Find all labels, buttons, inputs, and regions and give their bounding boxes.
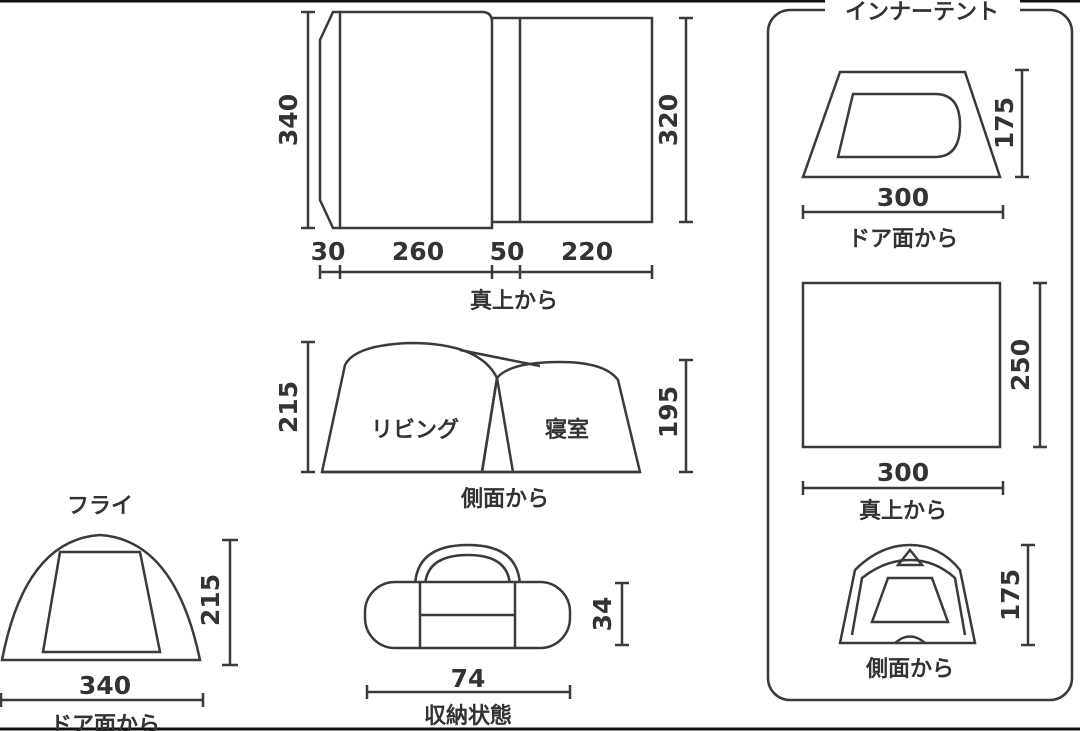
top-left-height-label: 340 (274, 94, 303, 146)
inner-top-width-label: 300 (877, 458, 929, 487)
inner-top-height-label: 250 (1006, 339, 1035, 391)
top-view-caption: 真上から (470, 288, 558, 314)
inner-top-caption: 真上から (859, 498, 947, 524)
width-segment-label: 220 (561, 237, 613, 266)
inner-door-width-label: 300 (877, 183, 929, 212)
storage-bag-drawing (363, 543, 629, 699)
inner-side-height-label: 175 (996, 569, 1025, 621)
side-left-height-label: 215 (274, 381, 303, 433)
side-right-height-label: 195 (654, 386, 683, 438)
living-label: リビング (371, 417, 459, 443)
inner-door-height-label: 175 (990, 97, 1019, 149)
side-view-caption: 側面から (460, 487, 549, 512)
fly-height-label: 215 (196, 574, 225, 626)
width-segment-label: 260 (392, 237, 444, 266)
top-right-height-label: 320 (654, 94, 683, 146)
storage-caption: 収納状態 (424, 703, 512, 729)
fly-width-label: 340 (79, 671, 131, 700)
inner-tent-panel (766, 0, 1074, 702)
storage-length-label: 74 (451, 664, 486, 693)
inner-door-caption: ドア面から (848, 227, 958, 252)
inner-tent-title: インナーテント (845, 0, 999, 25)
fly-title: フライ (67, 494, 133, 519)
inner-side-caption: 側面から (865, 657, 954, 682)
fly-caption: ドア面から (50, 713, 160, 731)
side-view-drawing (301, 340, 693, 474)
storage-height-label: 34 (588, 597, 617, 632)
width-segment-label: 50 (490, 237, 525, 266)
top-view-drawing (301, 10, 693, 279)
width-segment-label: 30 (311, 237, 346, 266)
fly-drawing (0, 533, 238, 707)
bedroom-label: 寝室 (545, 417, 589, 443)
